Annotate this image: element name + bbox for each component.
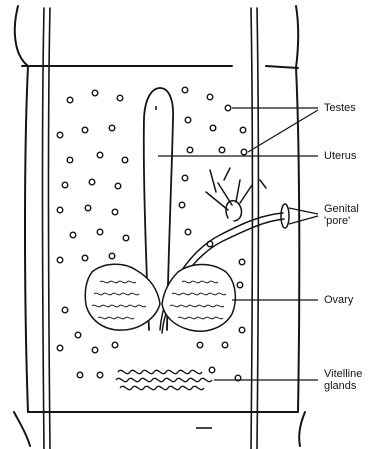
label-genital-pore: Genital 'pore' [324, 203, 376, 227]
excretory-canals [43, 8, 259, 449]
leader-genital-pore-a [289, 208, 318, 214]
label-uterus: Uterus [324, 150, 356, 162]
leader-lines [158, 108, 318, 380]
leader-genital-pore-b [289, 216, 318, 224]
genital-pore [281, 204, 289, 228]
label-ovary: Ovary [324, 294, 353, 306]
segment-body-outline [14, 66, 305, 446]
vitelline-glands [116, 370, 212, 389]
previous-segment [15, 6, 298, 68]
label-testes: Testes [324, 102, 356, 114]
testes-follicles [57, 87, 247, 381]
label-vitelline-glands: Vitelline glands [324, 368, 376, 392]
